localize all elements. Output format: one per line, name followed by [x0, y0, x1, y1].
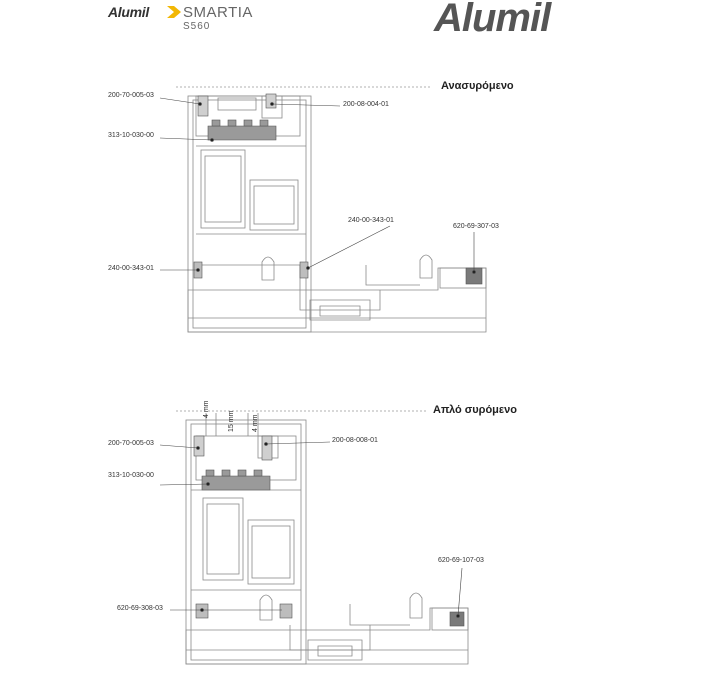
- bottom-end-insert: [449, 611, 465, 627]
- top-section-title: Ανασυρόμενο: [441, 80, 514, 92]
- label-top-end-profile: 620-69-307-03: [453, 223, 499, 230]
- dimension-gap-middle: 15 mm: [228, 410, 235, 432]
- top-gasket-left: [197, 95, 209, 117]
- series-name: SMARTIA: [183, 4, 253, 21]
- bottom-insulation-strip: [201, 475, 271, 491]
- bottom-frame-outer: [185, 419, 307, 665]
- label-top-brush-left: 240-00-343-01: [108, 265, 154, 272]
- bottom-section-title: Απλό συρόμενο: [433, 404, 517, 416]
- label-top-insulation: 313-10-030-00: [108, 132, 154, 139]
- dimension-gap-left: 4 mm: [203, 400, 210, 419]
- brand-chevron-icon: [167, 6, 181, 18]
- top-brush-mid: [299, 261, 309, 279]
- label-top-gasket-left: 200-70-005-03: [108, 92, 154, 99]
- bottom-gasket-right: [261, 435, 273, 461]
- label-bottom-brush-left: 620-69-308-03: [117, 605, 163, 612]
- top-gasket-right: [265, 93, 277, 109]
- label-top-gasket-right: 200-08-004-01: [343, 101, 389, 108]
- bottom-gasket-left: [193, 435, 205, 457]
- dimension-gap-right: 4 mm: [252, 414, 259, 433]
- top-insulation-strip: [207, 125, 277, 141]
- label-bottom-insulation: 313-10-030-00: [108, 472, 154, 479]
- label-bottom-gasket-left: 200-70-005-03: [108, 440, 154, 447]
- brand-logo-large: Alumil: [434, 0, 551, 40]
- label-top-brush-mid: 240-00-343-01: [348, 217, 394, 224]
- brand-logo-small: Alumil: [108, 4, 149, 20]
- label-bottom-gasket-right: 200-08-008-01: [332, 437, 378, 444]
- label-bottom-end-profile: 620-69-107-03: [438, 557, 484, 564]
- series-code: S560: [183, 21, 211, 32]
- bottom-brush-mid: [279, 603, 293, 619]
